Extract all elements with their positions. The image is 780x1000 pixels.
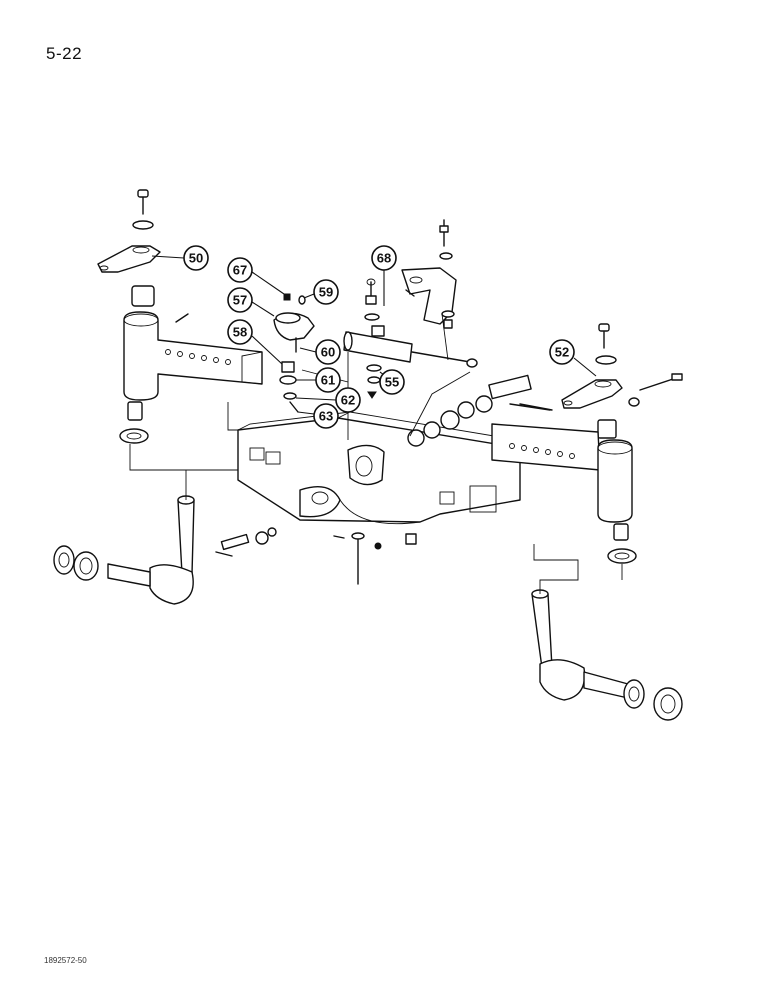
callout-59-label: 59: [319, 285, 333, 300]
page-number: 5-22: [46, 44, 83, 63]
callout-55-label: 55: [385, 375, 399, 390]
pivot-pin-assembly: [215, 374, 553, 585]
callout-68-label: 68: [377, 251, 391, 266]
right-spindle: [531, 589, 683, 721]
callout-55: 55: [379, 369, 405, 395]
callout-57: 57: [227, 287, 275, 317]
left-steering-arm: [97, 189, 161, 307]
callout-61-label: 61: [321, 373, 335, 388]
callout-52-label: 52: [555, 345, 569, 360]
callout-50-label: 50: [189, 251, 203, 266]
callout-58-label: 58: [233, 325, 247, 340]
right-axle-extension: [491, 423, 637, 564]
main-axle-beam: [237, 411, 532, 525]
callout-61: 61: [296, 367, 341, 393]
callout-58: 58: [227, 319, 283, 365]
drawing-code: 1892572-50: [44, 956, 87, 965]
right-steering-arm: [509, 323, 683, 439]
left-spindle: [53, 495, 195, 605]
tie-rod-end: [273, 293, 315, 413]
callout-68: 68: [371, 245, 397, 306]
callout-50: 50: [151, 245, 209, 271]
callout-67-label: 67: [233, 263, 247, 278]
callout-60-label: 60: [321, 345, 335, 360]
left-axle-extension: [119, 311, 263, 444]
cylinder-bracket: [401, 219, 457, 329]
callout-57-label: 57: [233, 293, 247, 308]
callout-60: 60: [299, 339, 341, 365]
callout-63-label: 63: [319, 409, 333, 424]
callout-62-label: 62: [341, 393, 355, 408]
callout-59: 59: [303, 279, 339, 305]
callout-52: 52: [549, 339, 597, 377]
steering-cylinder: [343, 278, 478, 399]
callout-62: 62: [295, 387, 361, 413]
callout-63: 63: [297, 403, 339, 429]
callout-67: 67: [227, 257, 285, 295]
